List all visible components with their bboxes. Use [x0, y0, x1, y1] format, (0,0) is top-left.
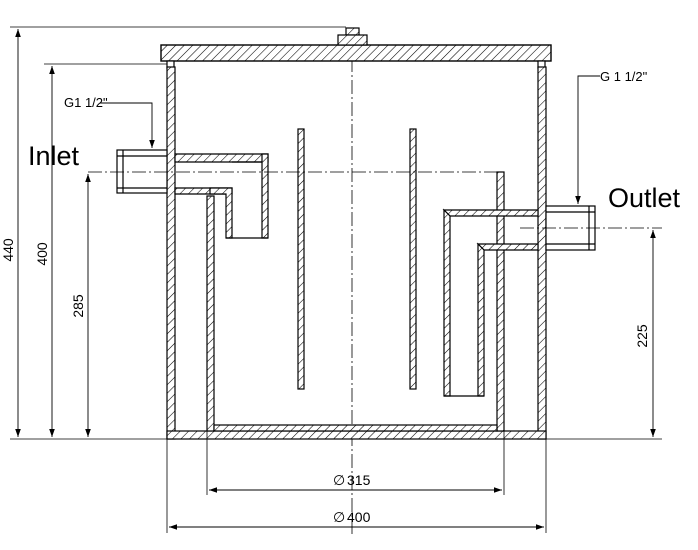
inlet-label: Inlet: [28, 141, 80, 171]
baffle-left: [297, 128, 305, 390]
tank-bottom: [166, 430, 547, 440]
inlet-pipe: [116, 149, 269, 239]
diameter-symbol: ∅: [333, 509, 345, 525]
outer-wall-left: [166, 66, 176, 440]
inlet-thread-label: G1 1/2": [64, 95, 108, 110]
dim-285-text: 285: [70, 294, 86, 318]
dimension-lines: [15, 29, 656, 530]
inner-wall-left: [206, 195, 215, 432]
dim-400-text: 400: [34, 242, 50, 266]
dim-315-label: ∅ 315: [333, 472, 371, 488]
lid: [160, 44, 552, 62]
outlet-pipe: [442, 205, 596, 397]
dim-315-text: 315: [347, 472, 371, 488]
lid-clips: [166, 60, 546, 69]
outlet-thread-label: G 1 1/2": [600, 69, 648, 84]
extension-lines: [10, 26, 662, 533]
baffle-right: [409, 128, 417, 390]
lid-handle: [337, 27, 368, 46]
outlet-label: Outlet: [608, 183, 681, 213]
inner-bottom: [213, 424, 498, 432]
diameter-symbol: ∅: [333, 472, 345, 488]
thread-leaders: [100, 75, 600, 204]
dim-400-diameter-label: ∅ 400: [333, 509, 371, 525]
dim-440-text: 440: [0, 238, 16, 262]
dim-400-diameter-text: 400: [347, 509, 371, 525]
outer-wall-right: [537, 66, 547, 440]
dim-225-text: 225: [634, 324, 650, 348]
inner-wall-right: [496, 171, 505, 432]
